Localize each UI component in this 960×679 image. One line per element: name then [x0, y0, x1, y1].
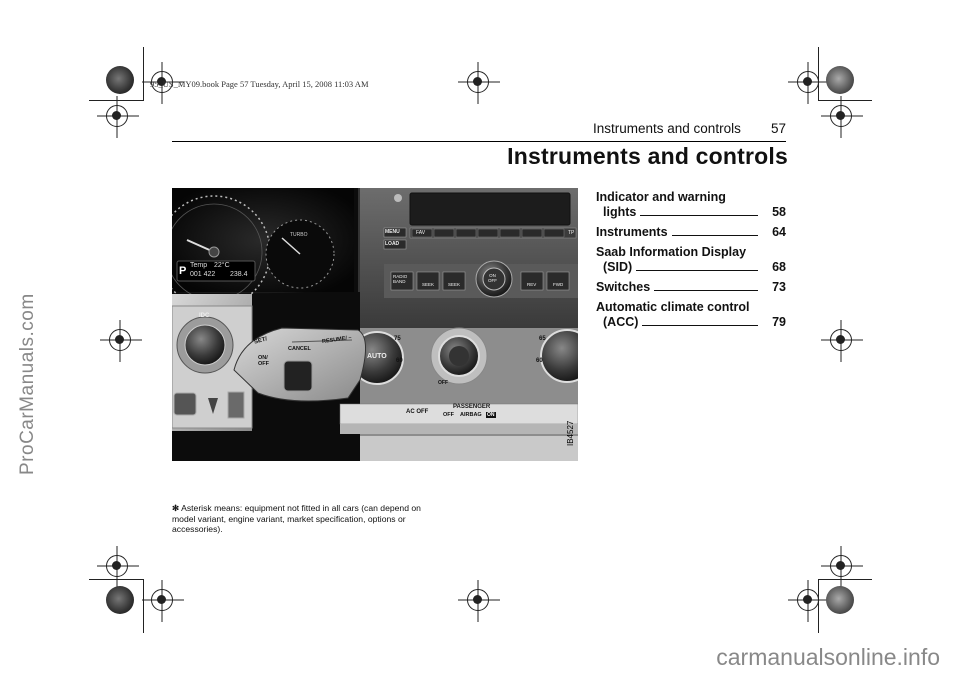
passenger-airbag-label: PASSENGER [453, 404, 491, 410]
radio-band-button: RADIO BAND [393, 274, 408, 284]
radio-fav-button: FAV [416, 230, 426, 236]
cluster-temp-value: 22°C [214, 262, 230, 269]
asterisk-footnote: ✻ Asterisk means: equipment not fitted i… [172, 503, 432, 535]
page-title: Instruments and controls [507, 143, 788, 169]
toc-entry-title: Indicator and warning [596, 190, 726, 204]
rev-button: REV [527, 282, 537, 287]
toc-entry-page: 73 [772, 280, 786, 294]
registration-mark-icon [106, 105, 128, 127]
registration-blob-icon [826, 66, 854, 94]
fwd-button: FWD [553, 282, 564, 287]
registration-mark-icon [151, 589, 173, 611]
registration-blob-icon [106, 66, 134, 94]
cluster-gear: P [179, 265, 187, 277]
climate-left-temp-high: 75 [394, 336, 401, 342]
radio-menu-button: MENU [385, 229, 400, 235]
toc-entry-title: Instruments [596, 225, 668, 239]
toc-entry-page: 79 [772, 315, 786, 329]
registration-blob-icon [106, 586, 134, 614]
registration-mark-icon [467, 589, 489, 611]
toc-entry[interactable]: Instruments 64 [596, 225, 786, 240]
page-number: 57 [771, 121, 787, 136]
cluster-trip: 238.4 [230, 271, 248, 278]
stalk-onoff-label: ON/ OFF [258, 355, 269, 367]
registration-mark-icon [830, 555, 852, 577]
dashboard-illustration [172, 188, 578, 461]
cluster-odometer: 001 422 [190, 271, 216, 278]
footnote-text: Asterisk means: equipment not fitted in … [172, 503, 421, 534]
registration-mark-icon [106, 555, 128, 577]
header-rule [172, 141, 786, 142]
registration-mark-icon [151, 71, 173, 93]
bottom-watermark: carmanualsonline.info [716, 644, 940, 670]
seek-forward-button: SEEK [448, 282, 461, 287]
asterisk-icon: ✻ [172, 503, 180, 513]
dimmer-label: IDC [199, 313, 210, 319]
toc-entry[interactable]: Saab Information Display (SID) 68 [596, 245, 786, 275]
fan-off-label: OFF [438, 380, 448, 386]
toc-entry[interactable]: Switches 73 [596, 280, 786, 295]
climate-right-temp-high: 65 [539, 336, 546, 342]
radio-tp-button: TP [568, 230, 575, 236]
toc-entry-title: Switches [596, 280, 651, 294]
book-info: 95_US_MY09.book Page 57 Tuesday, April 1… [150, 79, 369, 89]
climate-auto-label: AUTO [367, 353, 387, 360]
turbo-label: TURBO [290, 232, 308, 238]
toc-entry-subtitle: lights [603, 205, 637, 219]
toc-entry-page: 58 [772, 205, 786, 219]
side-watermark: ProCarManuals.com [17, 293, 38, 475]
section-contents: Indicator and warning lights 58 Instrumen… [596, 190, 786, 335]
cluster-temp-label: Temp [190, 262, 208, 269]
airbag-on-indicator: ON [486, 412, 496, 418]
toc-entry-subtitle: (SID) [603, 260, 633, 274]
registration-mark-icon [830, 105, 852, 127]
ac-off-button: AC OFF [406, 409, 429, 415]
toc-entry-page: 64 [772, 225, 786, 239]
climate-left-temp-low: 60 [396, 358, 403, 364]
registration-mark-icon [467, 71, 489, 93]
registration-mark-icon [797, 589, 819, 611]
seek-back-button: SEEK [422, 282, 435, 287]
radio-load-button: LOAD [385, 241, 400, 247]
airbag-off-label: OFF [443, 412, 454, 418]
climate-right-temp-low: 60 [536, 358, 543, 364]
dashboard-figure: Temp 22°C P 001 422 238.4 TURBO MENU LOA… [172, 188, 578, 461]
registration-blob-icon [826, 586, 854, 614]
toc-entry[interactable]: Indicator and warning lights 58 [596, 190, 786, 220]
toc-entry-subtitle: (ACC) [603, 315, 639, 329]
registration-mark-icon [109, 329, 131, 351]
toc-entry-title: Saab Information Display [596, 245, 747, 259]
figure-id-label: IB4527 [566, 420, 575, 446]
toc-entry[interactable]: Automatic climate control (ACC) 79 [596, 300, 786, 330]
header-section-title: Instruments and controls [593, 121, 741, 136]
registration-mark-icon [830, 329, 852, 351]
toc-entry-page: 68 [772, 260, 786, 274]
airbag-label: AIRBAG [460, 412, 482, 418]
registration-mark-icon [797, 71, 819, 93]
radio-power-knob: ON OFF [488, 273, 497, 283]
stalk-cancel-label: CANCEL [288, 346, 311, 352]
toc-entry-title: Automatic climate control [596, 300, 750, 314]
